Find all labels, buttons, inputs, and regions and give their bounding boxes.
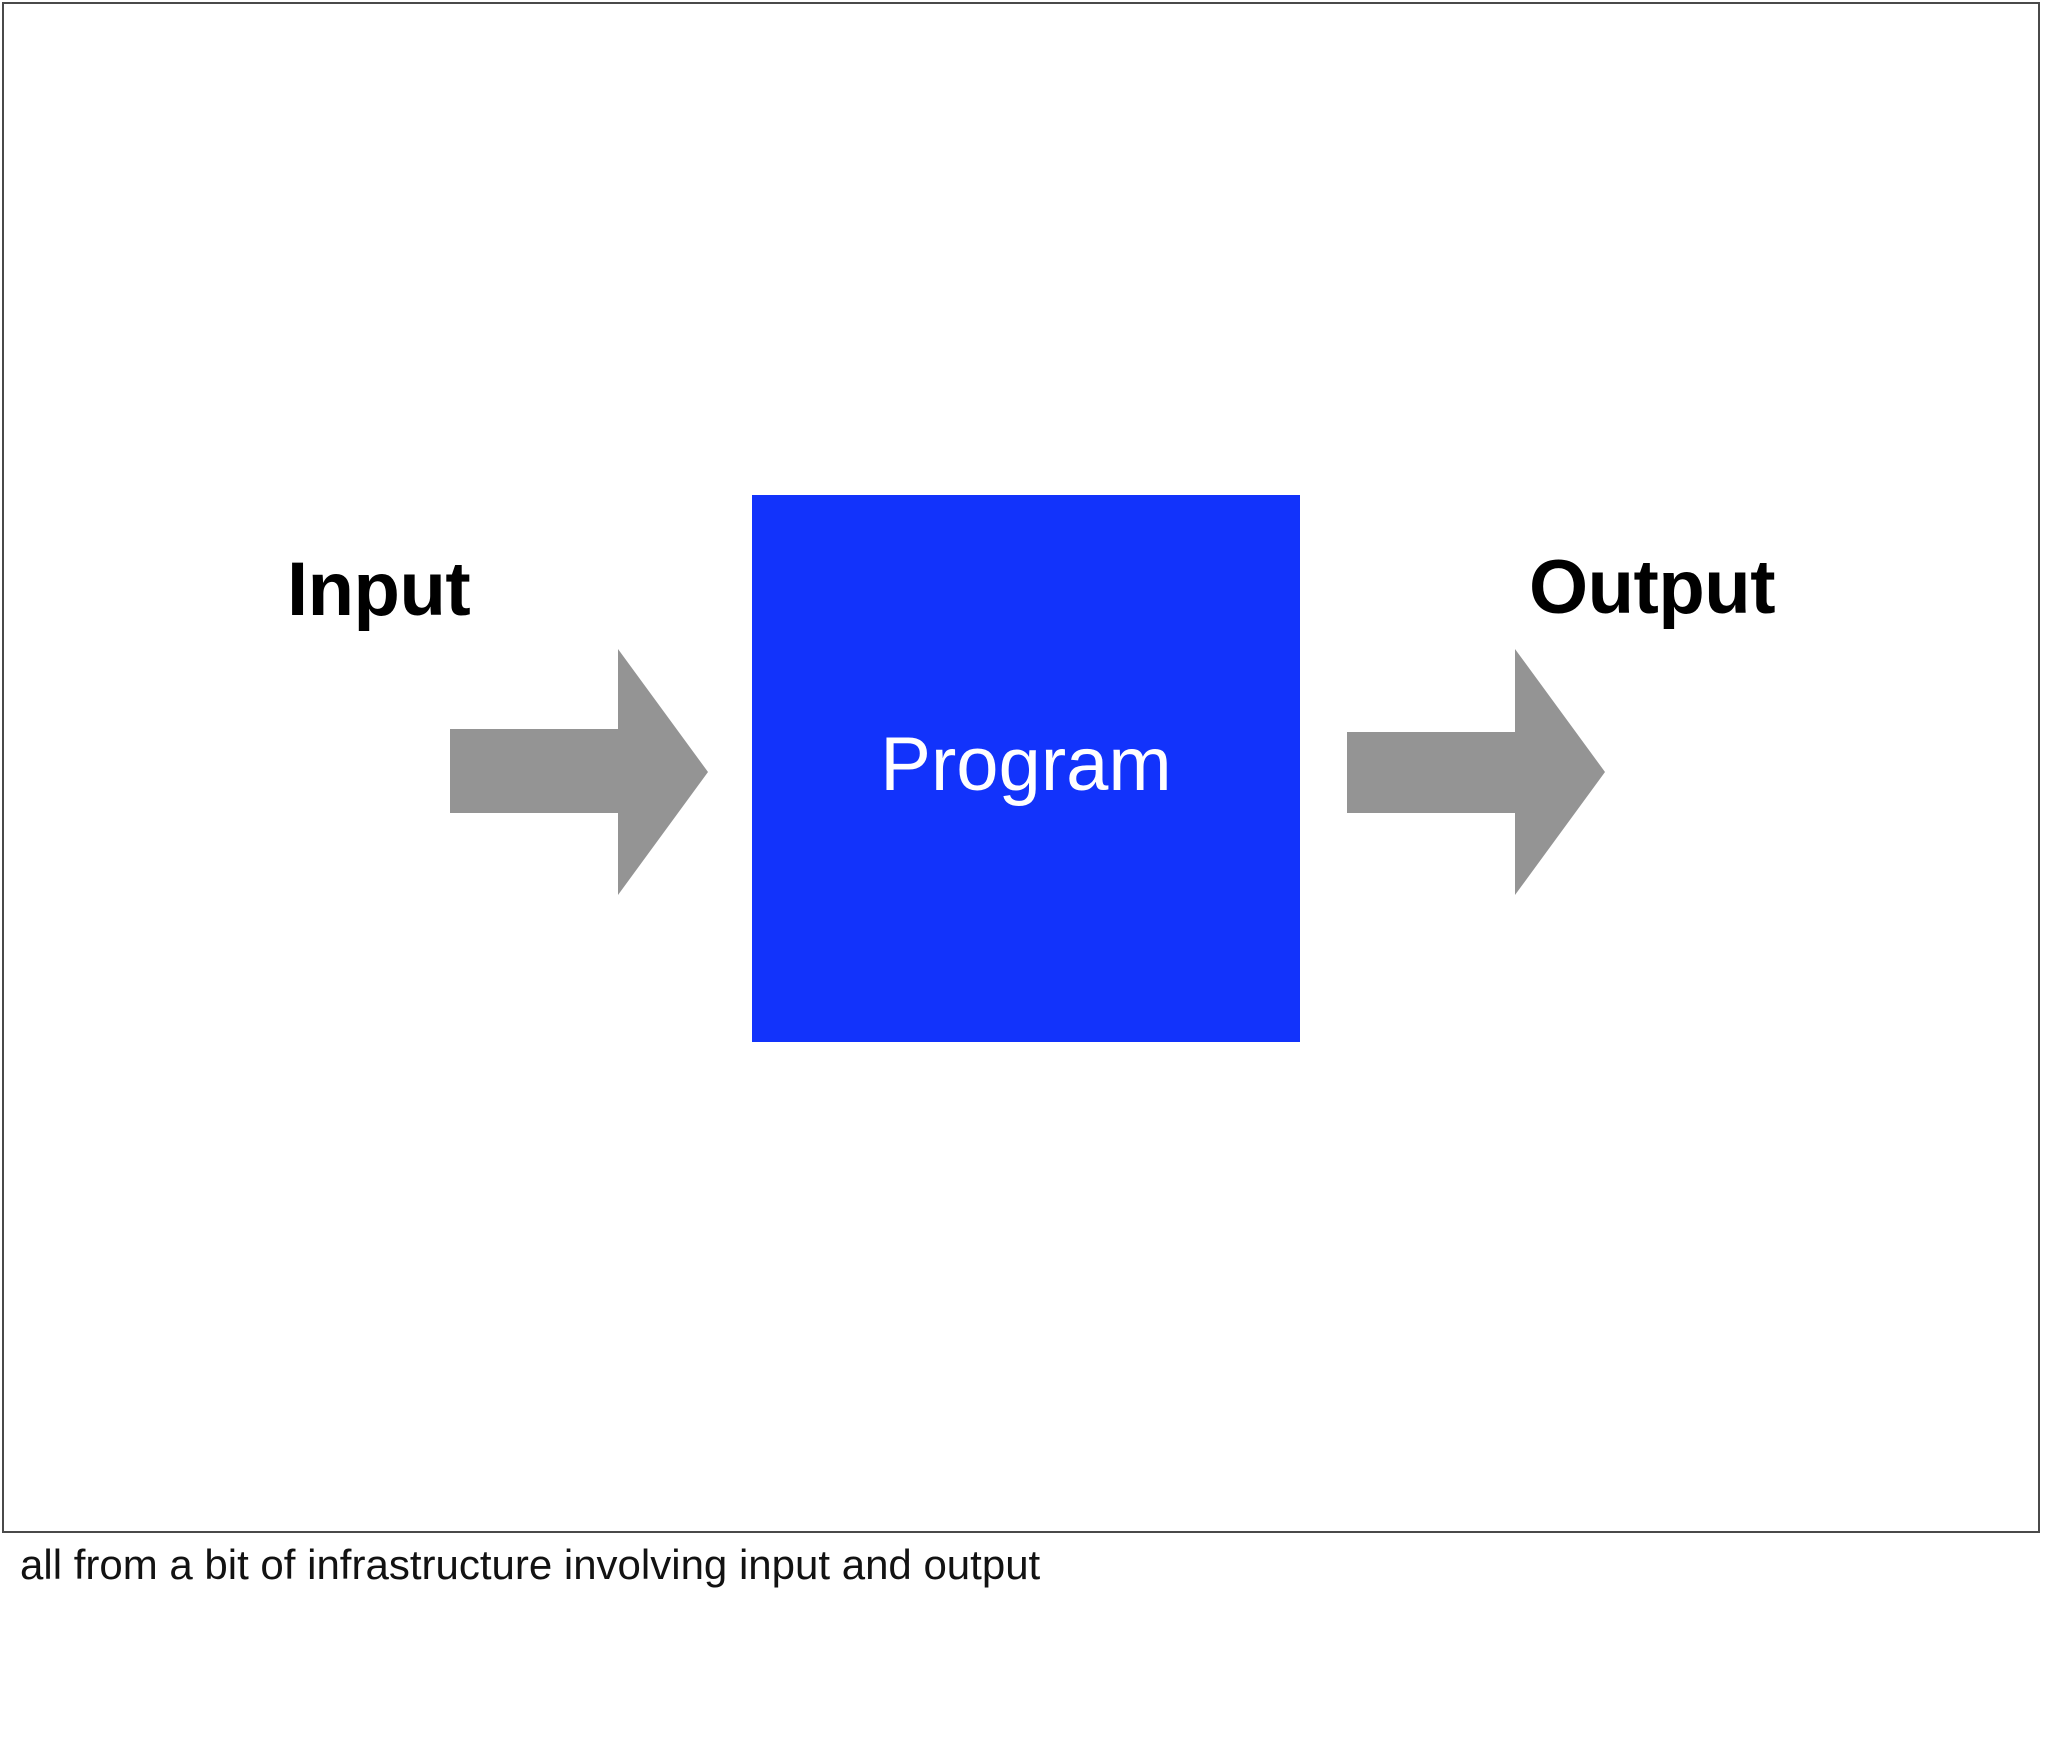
output-label: Output [1529, 545, 1776, 630]
input-arrow-icon [450, 649, 708, 895]
slide-frame: Input Program Output [2, 2, 2040, 1533]
input-process-output-diagram: Input Program Output [4, 4, 2038, 1531]
slide-caption: all from a bit of infrastructure involvi… [20, 1541, 1041, 1588]
input-label: Input [287, 547, 471, 632]
output-arrow-icon [1347, 649, 1605, 895]
program-box: Program [752, 495, 1300, 1042]
program-box-label: Program [880, 721, 1172, 807]
